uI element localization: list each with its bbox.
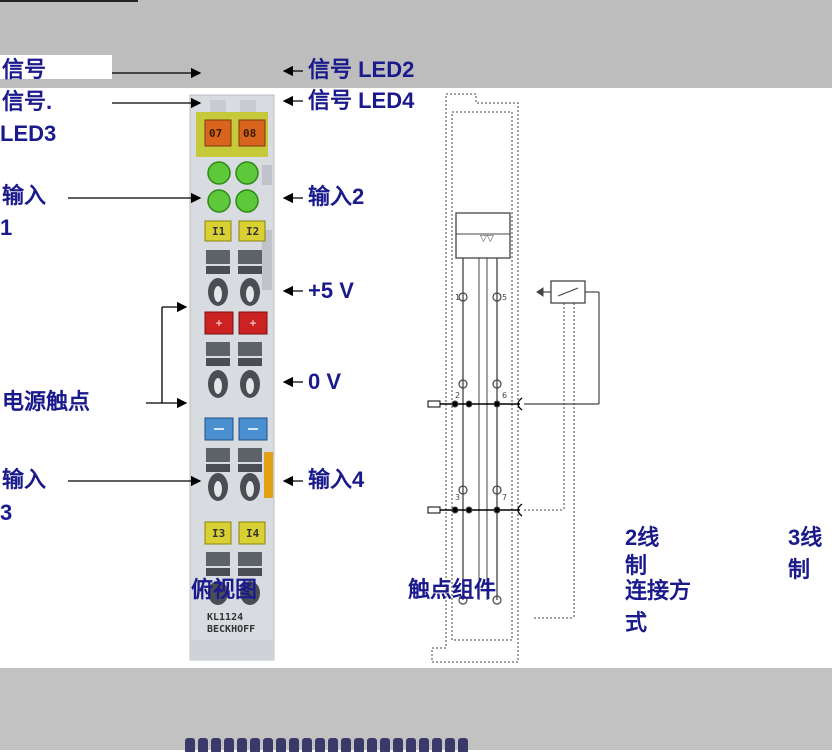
led-label-i2: I2: [246, 225, 260, 238]
orange-side-tab: [264, 452, 273, 498]
terminal-model: KL1124: [207, 612, 244, 623]
caption-3wire-line1: 3线: [788, 525, 823, 550]
contact-assembly-schematic: ▽▽: [427, 93, 600, 663]
caption-connection-line2: 式: [625, 610, 648, 635]
svg-text:7: 7: [502, 493, 507, 502]
led-label-i1: I1: [212, 225, 226, 238]
label-input1-line2: 1: [0, 215, 13, 240]
caption-2wire-line1: 2线: [625, 525, 660, 550]
svg-text:+: +: [249, 316, 256, 330]
label-signal-led2: 信号 LED2: [308, 57, 415, 82]
led-label-i3: I3: [212, 527, 226, 540]
terminal-brand: BECKHOFF: [207, 624, 256, 635]
label-input1-line1: 输入: [2, 183, 47, 208]
caption-contact-assembly: 触点组件: [408, 577, 497, 602]
schematic-pin-numbers: 1 5 2 6 3 7: [455, 293, 507, 502]
bottom-gray-band: [0, 668, 832, 750]
power-minus-markers: [204, 417, 268, 441]
spring-contacts-2: [206, 342, 262, 398]
label-plus-5v: +5 V: [308, 278, 354, 303]
label-highlight: [0, 55, 112, 79]
cutoff-caption-fragment: [185, 738, 515, 752]
led-label-07: 07: [209, 127, 223, 140]
svg-text:3: 3: [455, 493, 460, 502]
label-signal-led3-line2: LED3: [0, 121, 57, 146]
label-signal: 信号: [2, 57, 47, 82]
label-power-contacts: 电源触点: [2, 389, 91, 414]
label-signal-led4: 信号 LED4: [308, 88, 415, 113]
svg-text:6: 6: [502, 391, 507, 400]
spring-contacts-4: [206, 552, 262, 605]
label-input3-line1: 输入: [2, 467, 47, 492]
label-input3-line2: 3: [0, 500, 13, 525]
label-input2: 输入2: [308, 184, 365, 209]
caption-2wire-line2: 制: [625, 553, 648, 578]
led-label-i4: I4: [246, 527, 260, 540]
spring-contacts-3: [206, 448, 262, 501]
svg-text:5: 5: [502, 293, 507, 302]
label-zero-v: 0 V: [308, 369, 342, 394]
svg-text:1: 1: [455, 293, 460, 302]
led-top-pair: [204, 119, 266, 147]
caption-3wire-line2: 制: [788, 557, 811, 582]
power-plus-markers: + +: [204, 311, 268, 335]
label-signal-led3-line1: 信号.: [2, 89, 53, 114]
svg-text:+: +: [215, 316, 222, 330]
top-rule: [0, 0, 138, 2]
input-label-row-1: [204, 220, 266, 242]
callout-arrows: [68, 65, 303, 487]
led-label-08: 08: [243, 127, 257, 140]
spring-contacts-1: [206, 250, 262, 306]
caption-connection-line1: 连接方: [625, 578, 692, 603]
label-input4: 输入4: [308, 467, 365, 492]
svg-text:2: 2: [455, 391, 460, 400]
caption-top-view: 俯视图: [191, 577, 258, 602]
input-label-row-2: [204, 521, 266, 545]
svg-text:▽▽: ▽▽: [480, 234, 494, 244]
green-leds: [207, 161, 259, 213]
